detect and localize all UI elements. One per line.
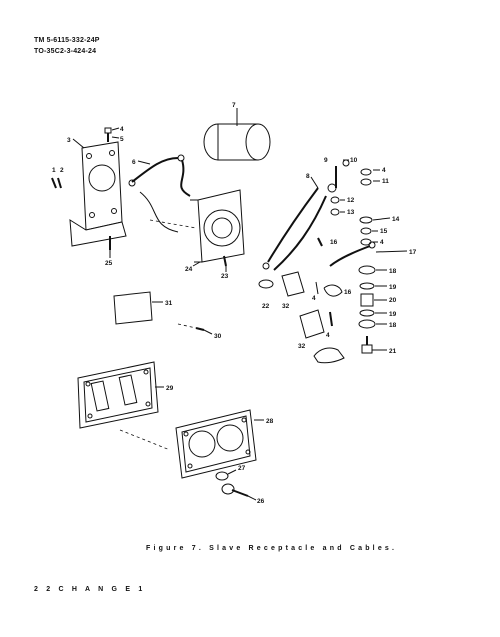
- screw-30: [177, 323, 205, 331]
- callout-6: 6: [132, 159, 136, 166]
- hand-symbol: [313, 347, 345, 364]
- callout-23: 23: [221, 273, 229, 280]
- callout-4e: 4: [326, 332, 330, 339]
- leader-lines: [72, 108, 408, 501]
- callout-7: 7: [232, 102, 236, 109]
- plate-31: [113, 291, 153, 325]
- callout-24: 24: [185, 266, 193, 273]
- callout-4c: 4: [380, 239, 384, 246]
- cable-6: [128, 154, 191, 233]
- callout-15: 15: [380, 228, 388, 235]
- callout-20: 20: [389, 297, 397, 304]
- callout-18: 18: [389, 268, 397, 275]
- callout-4b: 4: [382, 167, 386, 174]
- bolt-26: [221, 483, 249, 497]
- mounting-bracket: [69, 141, 127, 247]
- callout-32b: 32: [298, 343, 306, 350]
- screw-4-5: [104, 127, 112, 142]
- callout-8: 8: [306, 173, 310, 180]
- callout-11: 11: [382, 178, 389, 185]
- callout-9: 9: [324, 157, 328, 164]
- callout-14: 14: [392, 216, 400, 223]
- cable-8: [262, 183, 337, 271]
- callout-28: 28: [266, 418, 274, 425]
- washer-stack-right: [330, 168, 373, 246]
- document-id-to: TO-35C2-3-424-24: [34, 48, 97, 55]
- callout-5: 5: [120, 136, 124, 143]
- figure-caption: Figure 7. Slave Receptacle and Cables.: [146, 545, 398, 552]
- callout-16b: 16: [344, 289, 352, 296]
- callout-30: 30: [214, 333, 222, 340]
- document-id-tm: TM 5-6115-332-24P: [34, 37, 100, 44]
- callout-26: 26: [257, 498, 265, 505]
- receptacle-plate-28: [175, 409, 257, 479]
- callout-12: 12: [347, 197, 355, 204]
- boot-32-upper: [281, 271, 305, 297]
- callout-1: 1: [52, 167, 56, 174]
- callout-17: 17: [409, 249, 417, 256]
- callout-10: 10: [350, 157, 358, 164]
- washer-27: [215, 471, 229, 481]
- callout-31: 31: [165, 300, 173, 307]
- screws-1-2: [51, 177, 62, 189]
- hardware-stack-18-21: [358, 265, 376, 354]
- boot-32-lower: [299, 309, 325, 339]
- washer-22: [258, 279, 274, 289]
- bolt-9: [335, 159, 350, 188]
- callout-19: 19: [389, 284, 397, 291]
- callout-22: 22: [262, 303, 270, 310]
- callout-16: 16: [330, 239, 338, 246]
- callout-27: 27: [238, 465, 246, 472]
- callout-numbers: 1 2 3 4 5 6 7 8 9 10 4 11 12 13 14 15 4 …: [52, 102, 417, 505]
- callout-18b: 18: [389, 322, 397, 329]
- callout-25: 25: [105, 260, 113, 267]
- callout-13: 13: [347, 209, 355, 216]
- callout-21: 21: [389, 348, 397, 355]
- callout-3: 3: [67, 137, 71, 144]
- terminal-16-lower: [315, 281, 343, 297]
- callout-2: 2: [60, 167, 64, 174]
- receptacle-housing-24: [190, 189, 245, 263]
- callout-32: 32: [282, 303, 290, 310]
- cover-plate-29: [77, 361, 159, 429]
- slave-receptacle-7: [203, 114, 271, 161]
- callout-4: 4: [120, 126, 124, 133]
- callout-29: 29: [166, 385, 174, 392]
- callout-19b: 19: [389, 311, 397, 318]
- page-footer: 2 2 C H A N G E 1: [34, 586, 146, 593]
- callout-4d: 4: [312, 295, 316, 302]
